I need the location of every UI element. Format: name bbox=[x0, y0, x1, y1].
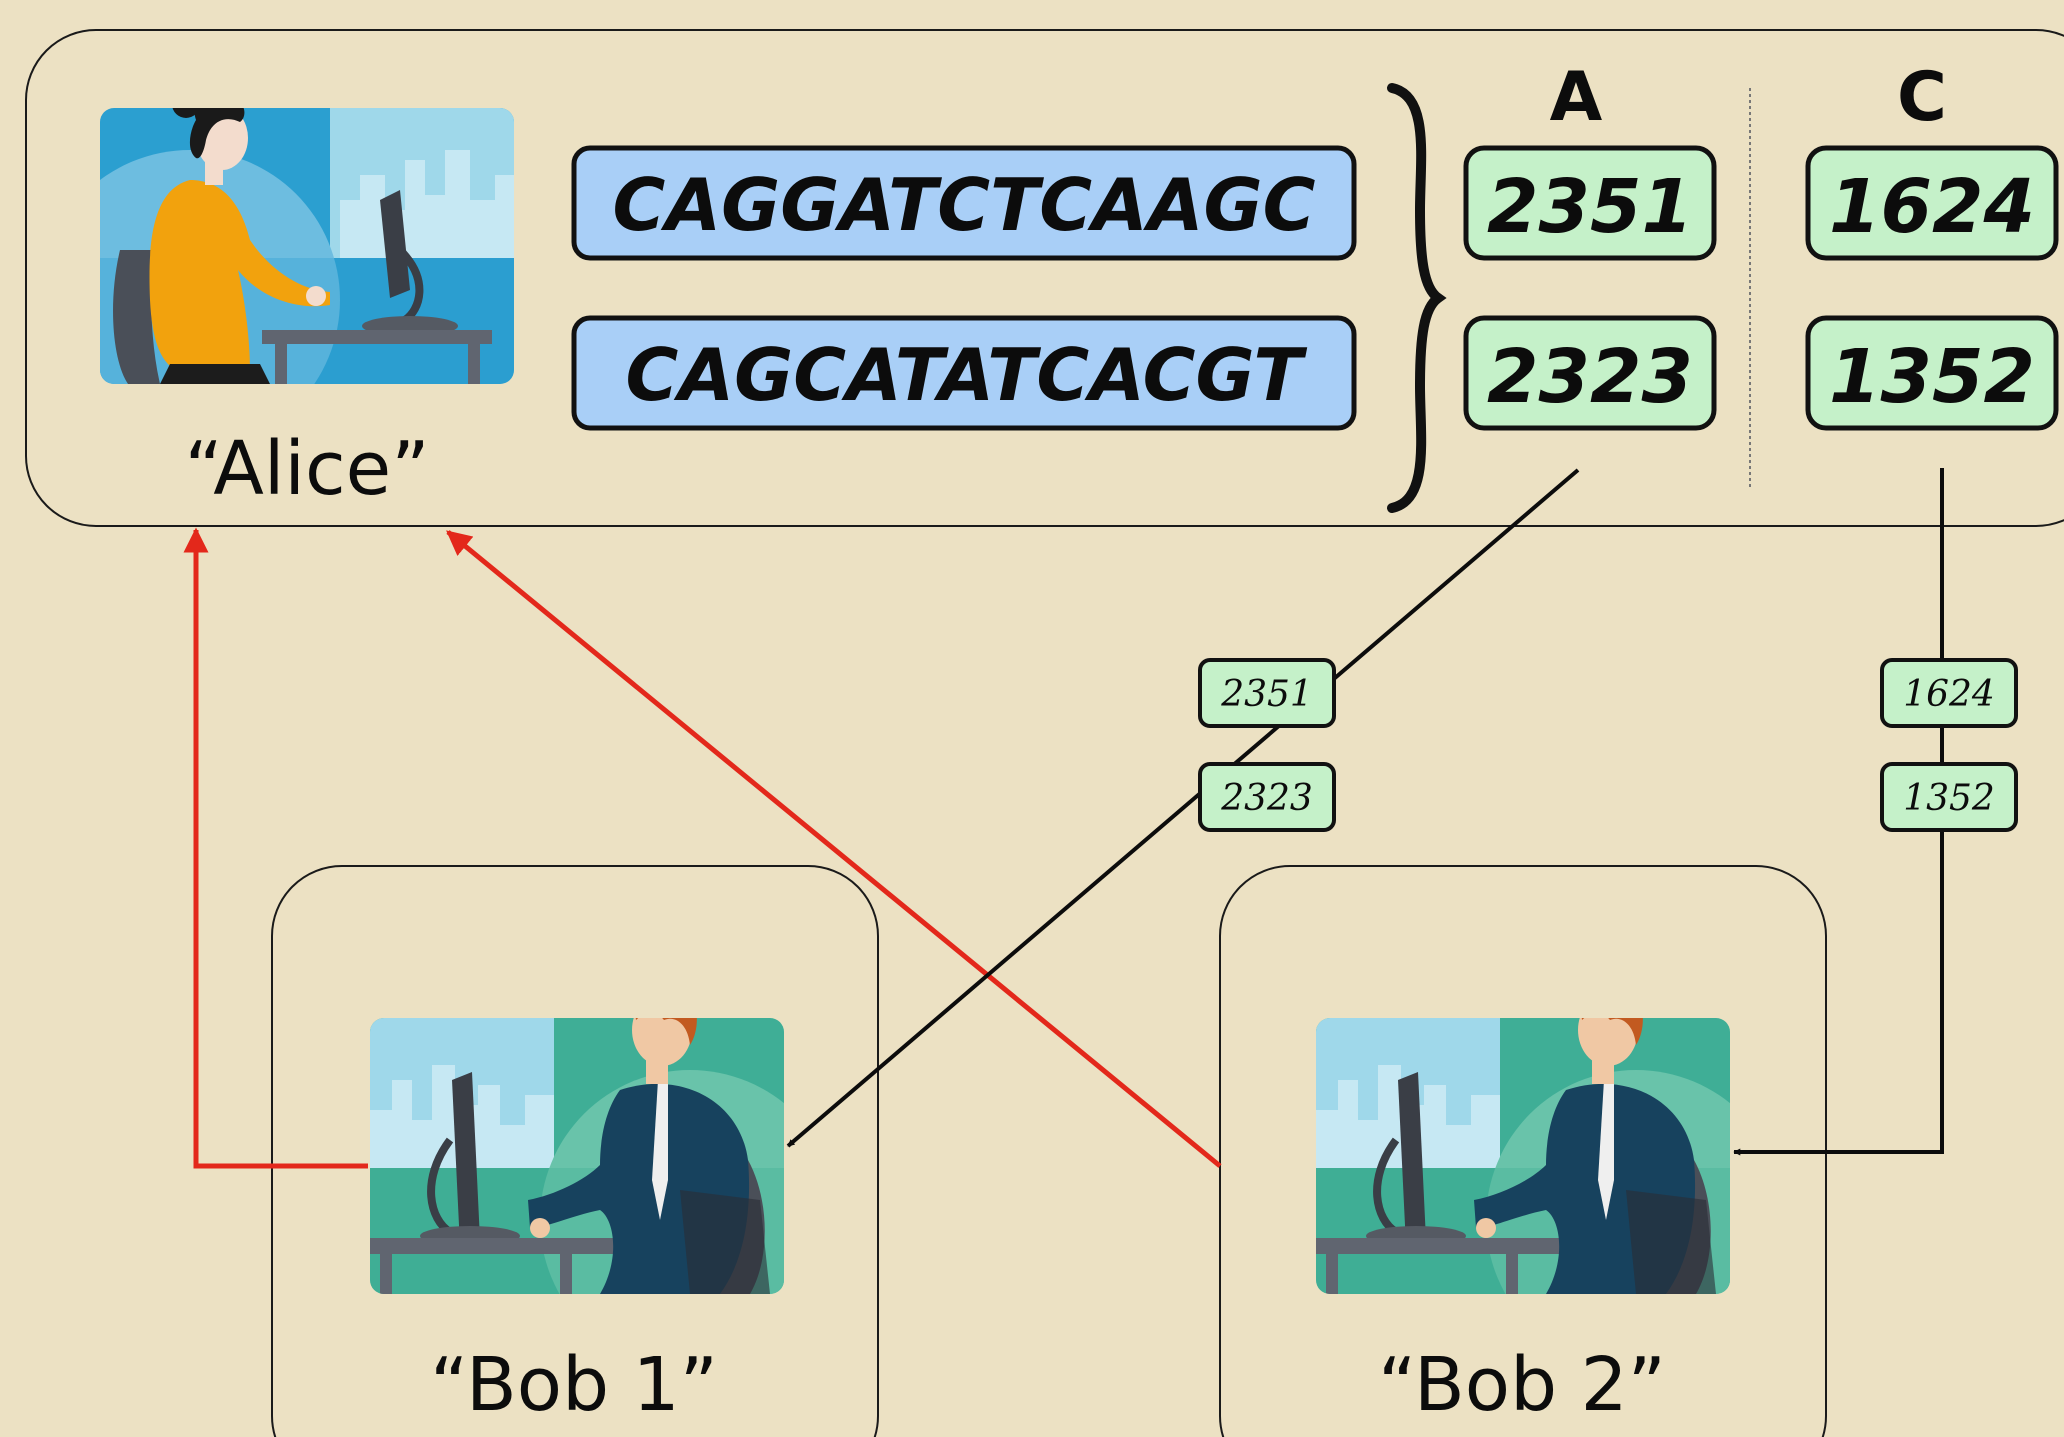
number-box-a-2 bbox=[1463, 315, 1717, 431]
number-c-2: 1352 bbox=[1829, 334, 2035, 420]
alice-name: “Alice” bbox=[184, 426, 429, 512]
sequence-box-1 bbox=[571, 145, 1357, 261]
number-box-c-2 bbox=[1805, 315, 2059, 431]
number-a-2: 2323 bbox=[1487, 334, 1693, 420]
bob2-panel: “Bob 2” bbox=[1219, 865, 1827, 1437]
column-header-c: C bbox=[1897, 58, 1947, 137]
sequence-1: CAGGATCTCAAGC bbox=[613, 163, 1316, 247]
column-header-a: A bbox=[1550, 58, 1603, 137]
man-at-computer-icon bbox=[370, 1018, 784, 1294]
number-box-a-1 bbox=[1463, 145, 1717, 261]
tag-a-1-value: 2351 bbox=[1220, 674, 1313, 715]
man-at-computer-icon bbox=[1316, 1018, 1730, 1294]
tag-a-2-value: 2323 bbox=[1220, 778, 1313, 819]
number-a-1: 2351 bbox=[1487, 164, 1693, 250]
black-arrow-a-to-bob1 bbox=[786, 468, 1580, 1148]
red-arrow-bob1-to-alice bbox=[183, 527, 368, 1169]
number-box-c-1 bbox=[1805, 145, 2059, 261]
sequence-2: CAGCATATCACGT bbox=[626, 333, 1308, 417]
bob1-name: “Bob 1” bbox=[430, 1342, 718, 1428]
tag-c-1: 1624 bbox=[1880, 658, 2018, 728]
tag-c-1-value: 1624 bbox=[1903, 674, 1995, 715]
tag-a-2: 2323 bbox=[1198, 762, 1336, 832]
sequence-box-2 bbox=[571, 315, 1357, 431]
red-arrow-bob2-to-alice bbox=[446, 530, 1222, 1168]
alice-panel: “Alice” CAGGATCTCAAGC CAGCATATCACGT A 23… bbox=[25, 29, 2064, 527]
number-c-1: 1624 bbox=[1829, 164, 2035, 250]
bob2-name: “Bob 2” bbox=[1378, 1342, 1666, 1428]
woman-at-computer-icon bbox=[100, 108, 514, 384]
curly-brace bbox=[1387, 83, 1447, 513]
tag-a-1: 2351 bbox=[1198, 658, 1336, 728]
tag-c-2: 1352 bbox=[1880, 762, 2018, 832]
tag-c-2-value: 1352 bbox=[1903, 778, 1995, 819]
bob1-panel: “Bob 1” bbox=[271, 865, 879, 1437]
